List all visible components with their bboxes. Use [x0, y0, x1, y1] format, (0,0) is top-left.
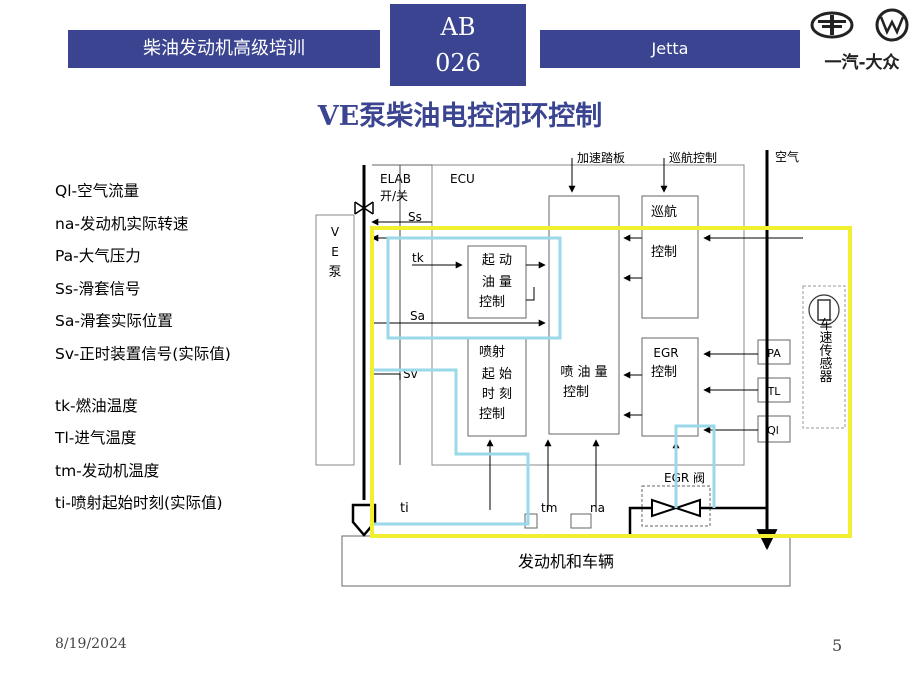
course-title: 柴油发动机高级培训: [143, 38, 305, 59]
ecu-frame: [431, 164, 745, 466]
ti-label: ti: [400, 501, 409, 516]
start-fuel-label: 起 动: [482, 253, 512, 268]
brand-logo: 一汽-大众: [808, 8, 916, 76]
legend-item: Sa-滑套实际位置: [55, 312, 173, 330]
inj-timing-label: 起 始: [482, 367, 512, 382]
cruise-box-label: 控制: [651, 245, 677, 260]
pa-label: PA: [767, 347, 781, 360]
inj-timing-label: 喷射: [479, 344, 505, 360]
start-fuel-box: [467, 245, 527, 319]
legend-item: ti-喷射起始时刻(实际值): [55, 494, 223, 512]
footer-date: 8/19/2024: [55, 636, 127, 652]
air-label: 空气: [775, 149, 799, 164]
tl-label: TL: [767, 385, 782, 398]
tm-label: tm: [541, 501, 557, 515]
overall-loop: [370, 226, 852, 538]
legend-item: Ss-滑套信号: [55, 279, 141, 298]
ve-pump-label-e: E: [331, 245, 339, 259]
engine-vehicle-box: [341, 535, 791, 587]
start-fuel-label: 控制: [479, 295, 505, 310]
course-code-line1: AB: [440, 13, 476, 41]
legend-item: Pa-大气压力: [55, 247, 141, 265]
brand-logo-icon: 一汽-大众: [810, 8, 909, 73]
slide-title: VE泵柴油电控闭环控制: [317, 101, 603, 132]
egr-loop: [674, 424, 716, 508]
engine-vehicle-label: 发动机和车辆: [518, 552, 614, 571]
cruise-control-label: 巡航控制: [669, 150, 717, 165]
ve-pump-box: [315, 214, 355, 466]
ql-sensor-box: [757, 415, 791, 443]
pa-sensor-box: [757, 339, 791, 365]
ve-pump-label-b: 泵: [328, 265, 341, 280]
inj-timing-label: 时 刻: [482, 387, 512, 402]
legend-item: Sv-正时装置信号(实际值): [55, 344, 231, 363]
brand-text: 一汽-大众: [824, 52, 900, 73]
elab-valve-icon: [354, 201, 374, 215]
start-fuel-loop: [386, 236, 562, 340]
inj-timing-label: 控制: [479, 407, 505, 422]
legend-item: Ql-空气流量: [55, 182, 140, 200]
legend-item: tk-燃油温度: [55, 396, 138, 415]
cruise-box-label: 巡航: [651, 204, 677, 220]
course-code-box: AB 026: [390, 4, 526, 86]
timing-loop: [372, 368, 530, 526]
elab-switch-label: 开/关: [380, 189, 408, 203]
model-name: Jetta: [651, 39, 689, 58]
ql-label: Ql: [767, 424, 779, 437]
accel-pedal-label: 加速踏板: [577, 151, 625, 165]
legend-item: na-发动机实际转速: [55, 214, 189, 233]
inj-timing-box: [467, 337, 527, 437]
legend-item: tm-发动机温度: [55, 461, 160, 480]
ecu-label: ECU: [450, 172, 475, 186]
egr-box-label: 控制: [651, 365, 677, 380]
course-title-bar: 柴油发动机高级培训: [68, 30, 380, 68]
inj-qty-label: 控制: [563, 385, 589, 400]
egr-valve-label: EGR 阀: [664, 471, 705, 485]
ve-pump-label-v: V: [331, 225, 340, 239]
inj-qty-label: 喷 油 量: [560, 365, 607, 380]
tk-label: tk: [412, 251, 424, 265]
sa-label: Sa: [410, 309, 425, 323]
model-bar: Jetta: [540, 30, 800, 68]
cruise-box: [641, 195, 699, 319]
elab-label: ELAB: [380, 172, 411, 186]
egr-box-label: EGR: [653, 346, 678, 360]
course-code-line2: 026: [435, 49, 481, 77]
legend: Ql-空气流量 na-发动机实际转速 Pa-大气压力 Ss-滑套信号 Sa-滑套…: [55, 180, 325, 525]
speed-sensor-label: 车速传感器: [817, 317, 833, 384]
start-fuel-label: 油 量: [482, 275, 512, 290]
egr-control-box: [641, 337, 699, 437]
page-number: 5: [832, 636, 843, 655]
na-label: na: [590, 501, 605, 515]
legend-item: Tl-进气温度: [55, 429, 137, 447]
ss-label: Ss: [408, 210, 422, 224]
